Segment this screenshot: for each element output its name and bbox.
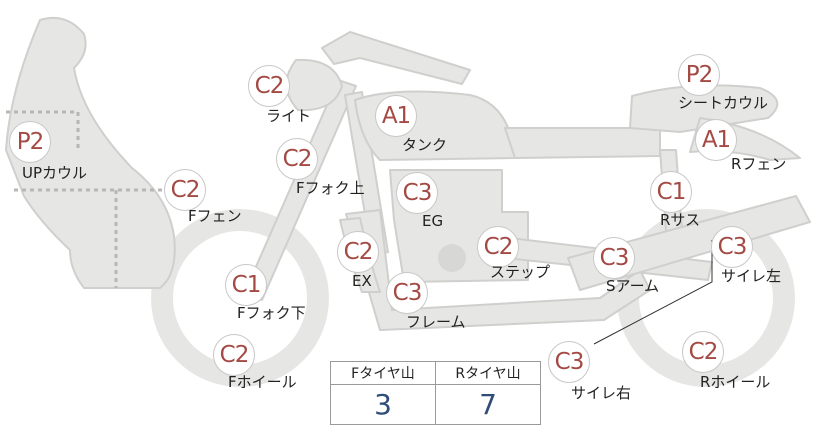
front-fork-shape (243, 79, 357, 301)
silencer-right-grade-badge: C3 (548, 341, 590, 383)
front-fork-upper-grade-badge: C2 (276, 138, 318, 180)
rear-suspension-label: Rサス (660, 211, 701, 229)
up-cowl-shape (5, 16, 176, 289)
rear-wheel-label: Rホイール (700, 373, 771, 391)
engine-plug (438, 244, 466, 272)
rear-fender-grade-badge: A1 (695, 119, 737, 161)
up-cowl-label: UPカウル (22, 164, 88, 182)
front-fork-lower-grade-badge: C1 (225, 264, 267, 306)
rear-suspension-grade-badge: C1 (650, 171, 692, 213)
front-wheel-shape (151, 209, 329, 387)
engine-label: EG (422, 212, 444, 230)
swing-arm-grade-badge: C3 (593, 237, 635, 279)
rear-tire-header: Rタイヤ山 (435, 361, 541, 385)
step-grade-badge: C2 (477, 226, 519, 268)
seat-cowl-label: シートカウル (678, 94, 769, 112)
tank-grade-badge: A1 (375, 95, 417, 137)
step-label: ステップ (490, 263, 551, 281)
rear-fender-label: Rフェン (731, 155, 787, 173)
front-fender-label: Fフェン (188, 207, 242, 225)
front-fork-lower-label: Fフォク下 (237, 304, 306, 322)
rear-tire-value: 7 (435, 384, 541, 425)
silencer-right-label: サイレ右 (571, 384, 632, 402)
tire-tread-table: Fタイヤ山 Rタイヤ山 3 7 (330, 361, 541, 425)
exhaust-label: EX (352, 272, 372, 290)
engine-grade-badge: C3 (396, 172, 438, 214)
front-tire-header: Fタイヤ山 (330, 361, 436, 385)
cowl-panel-line-top (6, 110, 80, 150)
front-fork-upper-label: Fフォク上 (296, 179, 365, 197)
seat-cowl-grade-badge: P2 (678, 54, 720, 96)
frame-grade-badge: C3 (386, 272, 428, 314)
frame-label: フレーム (406, 313, 466, 331)
front-wheel-label: Fホイール (228, 373, 297, 391)
front-wheel-grade-badge: C2 (213, 334, 255, 376)
seat-shape (504, 127, 661, 159)
exhaust-grade-badge: C2 (337, 231, 379, 273)
swing-arm-label: Sアーム (606, 277, 660, 295)
light-grade-badge: C2 (248, 65, 290, 107)
handlebar-shape (321, 31, 471, 85)
front-tire-value: 3 (330, 384, 436, 425)
front-fender-grade-badge: C2 (164, 169, 206, 211)
silencer-left-grade-badge: C3 (711, 226, 753, 268)
seat-cowl-shape (629, 84, 779, 133)
light-label: ライト (266, 107, 312, 125)
silencer-left-label: サイレ左 (721, 267, 782, 285)
rear-wheel-grade-badge: C2 (682, 331, 724, 373)
tank-label: タンク (402, 136, 448, 154)
up-cowl-grade-badge: P2 (9, 121, 51, 163)
